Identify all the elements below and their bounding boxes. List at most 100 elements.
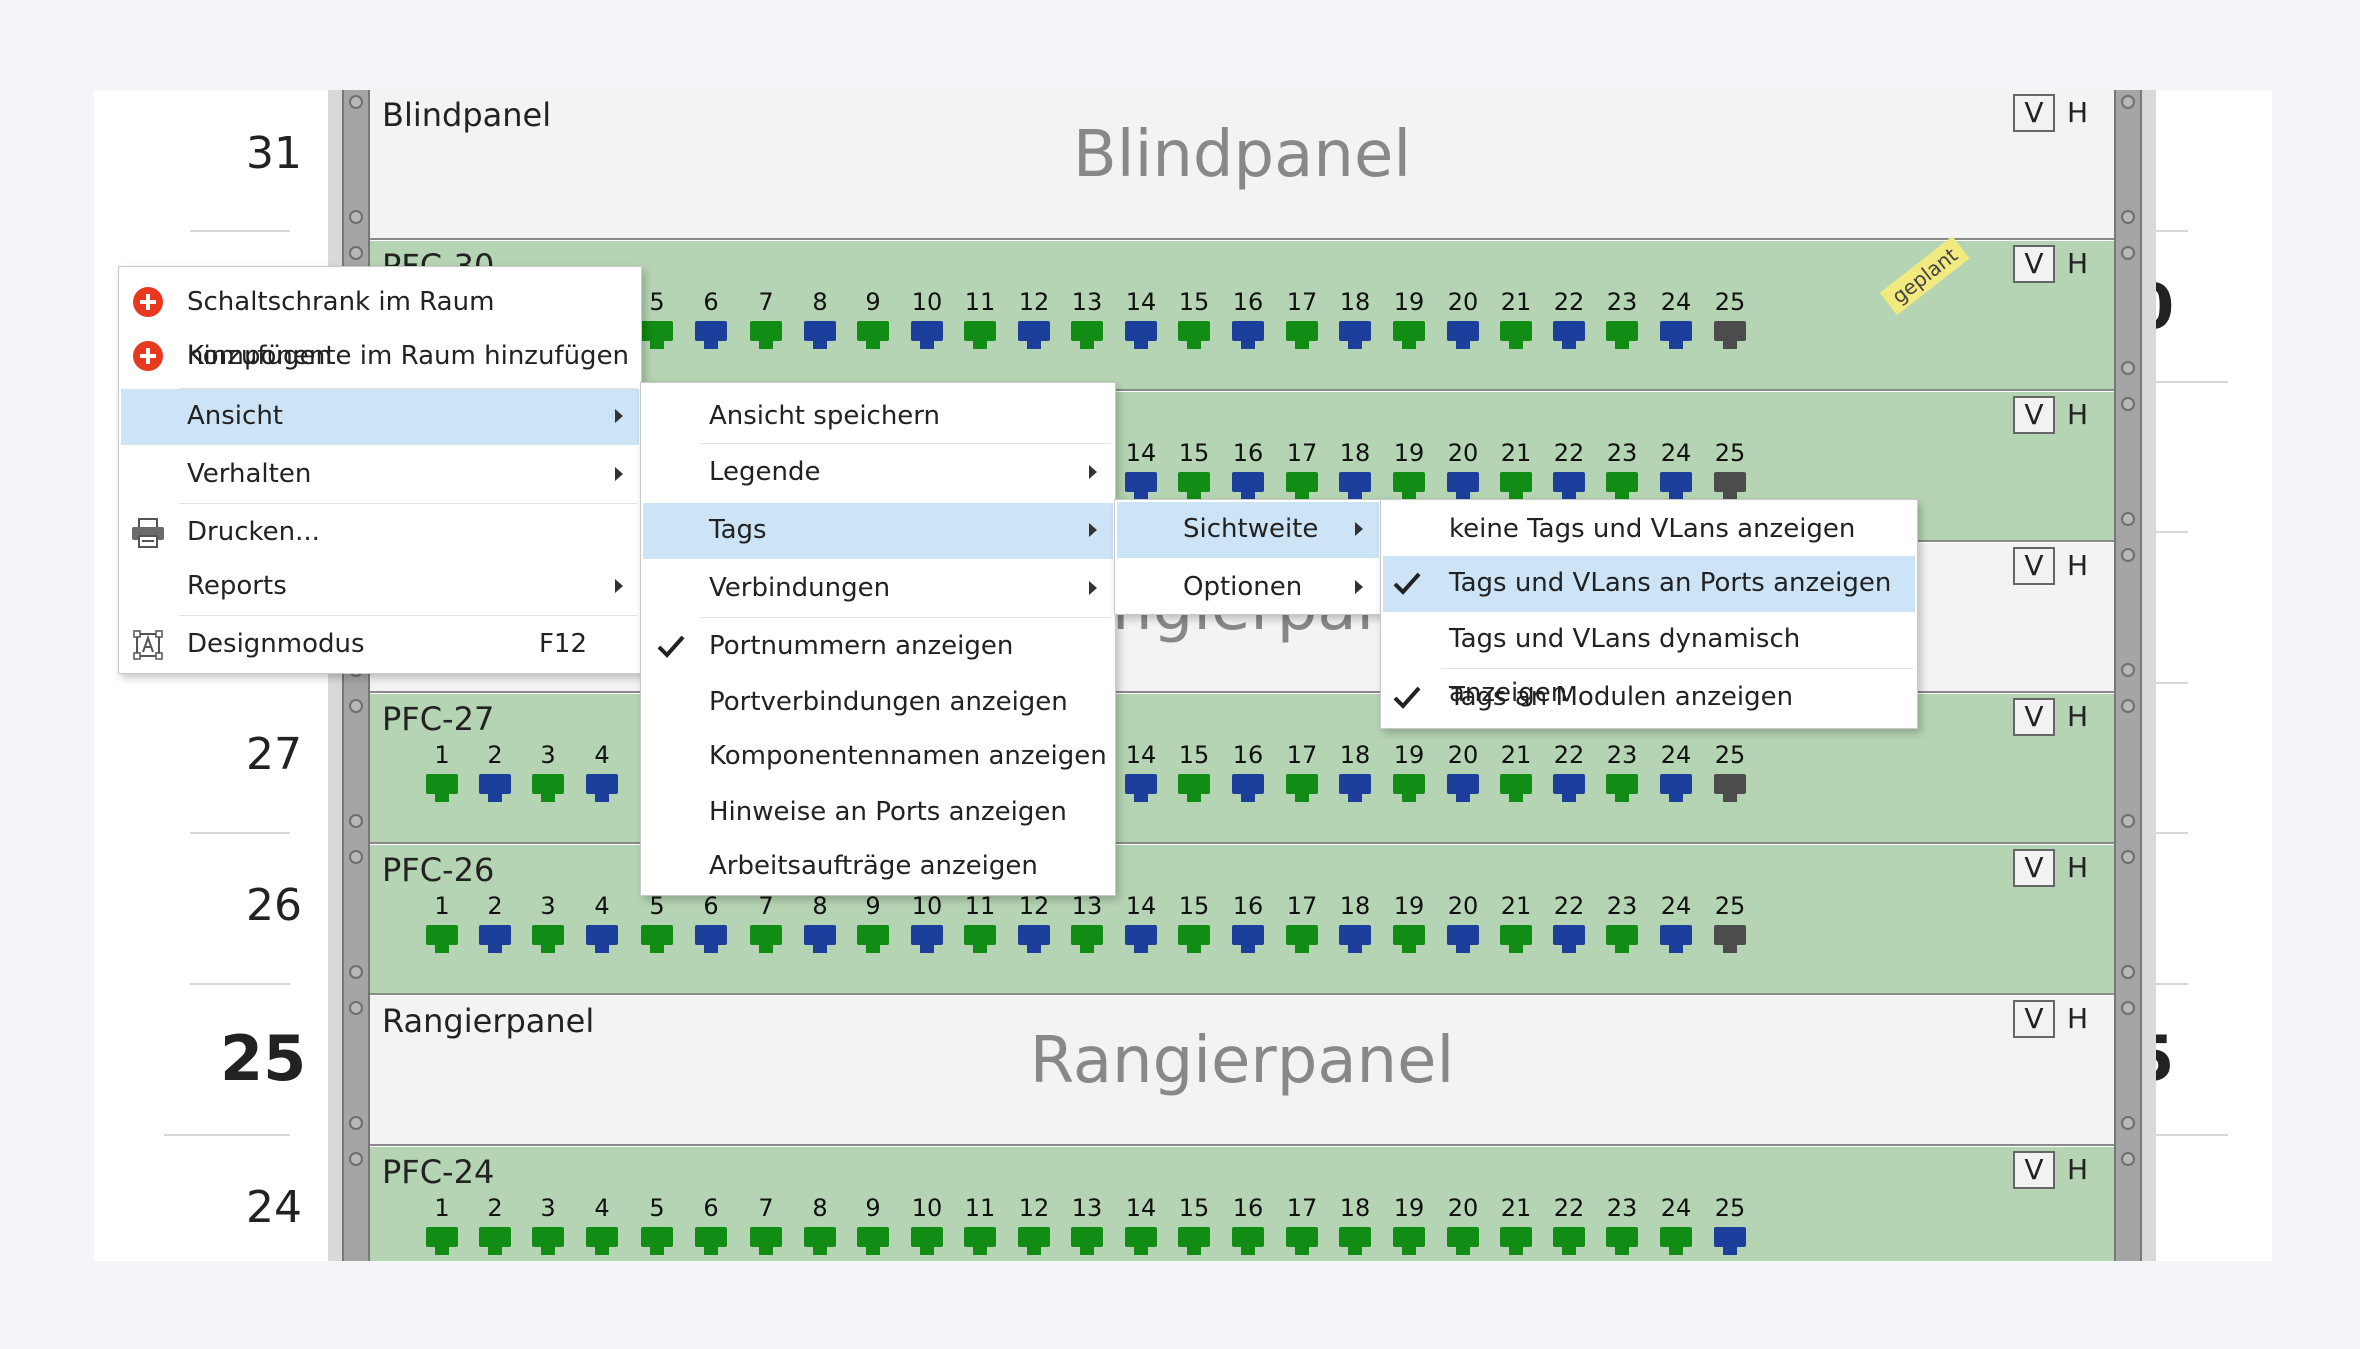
rear-view-button[interactable]: H — [2067, 549, 2089, 582]
menu-item-show-component-names[interactable]: Komponentennamen anzeigen — [643, 729, 1113, 783]
port-9[interactable]: 9 — [853, 891, 893, 953]
rear-view-button[interactable]: H — [2067, 1153, 2089, 1186]
port-14[interactable]: 14 — [1121, 740, 1161, 802]
menu-item-show-port-hints[interactable]: Hinweise an Ports anzeigen — [643, 785, 1113, 839]
port-10[interactable]: 10 — [907, 891, 947, 953]
port-17[interactable]: 17 — [1282, 740, 1322, 802]
port-25[interactable]: 25 — [1710, 891, 1750, 953]
port-25[interactable]: 25 — [1710, 438, 1750, 500]
menu-item-behavior[interactable]: Verhalten — [121, 447, 639, 501]
port-17[interactable]: 17 — [1282, 438, 1322, 500]
port-8[interactable]: 8 — [800, 287, 840, 349]
port-17[interactable]: 17 — [1282, 1193, 1322, 1255]
port-15[interactable]: 15 — [1174, 891, 1214, 953]
port-20[interactable]: 20 — [1443, 287, 1483, 349]
port-18[interactable]: 18 — [1335, 287, 1375, 349]
menu-item-legend[interactable]: Legende — [643, 445, 1113, 499]
port-20[interactable]: 20 — [1443, 1193, 1483, 1255]
menu-item-design-mode[interactable]: Designmodus F12 — [121, 617, 639, 671]
menu-item-tags-on-ports[interactable]: Tags und VLans an Ports anzeigen — [1383, 556, 1915, 612]
port-25[interactable]: 25 — [1710, 1193, 1750, 1255]
port-19[interactable]: 19 — [1389, 287, 1429, 349]
port-19[interactable]: 19 — [1389, 438, 1429, 500]
port-5[interactable]: 5 — [637, 287, 677, 349]
port-13[interactable]: 13 — [1067, 1193, 1107, 1255]
port-22[interactable]: 22 — [1549, 1193, 1589, 1255]
menu-item-connections[interactable]: Verbindungen — [643, 561, 1113, 615]
port-21[interactable]: 21 — [1496, 1193, 1536, 1255]
port-6[interactable]: 6 — [691, 287, 731, 349]
port-19[interactable]: 19 — [1389, 740, 1429, 802]
front-view-button[interactable]: V — [2013, 849, 2055, 887]
port-20[interactable]: 20 — [1443, 740, 1483, 802]
port-18[interactable]: 18 — [1335, 891, 1375, 953]
menu-item-view[interactable]: Ansicht — [121, 389, 639, 445]
menu-item-visibility[interactable]: Sichtweite — [1117, 502, 1379, 558]
port-9[interactable]: 9 — [853, 1193, 893, 1255]
port-24[interactable]: 24 — [1656, 740, 1696, 802]
port-16[interactable]: 16 — [1228, 740, 1268, 802]
rear-view-button[interactable]: H — [2067, 398, 2089, 431]
rear-view-button[interactable]: H — [2067, 96, 2089, 129]
port-13[interactable]: 13 — [1067, 287, 1107, 349]
menu-item-show-port-connections[interactable]: Portverbindungen anzeigen — [643, 675, 1113, 729]
port-5[interactable]: 5 — [637, 891, 677, 953]
port-16[interactable]: 16 — [1228, 438, 1268, 500]
menu-item-show-work-orders[interactable]: Arbeitsaufträge anzeigen — [643, 839, 1113, 893]
port-14[interactable]: 14 — [1121, 287, 1161, 349]
port-14[interactable]: 14 — [1121, 891, 1161, 953]
port-4[interactable]: 4 — [582, 1193, 622, 1255]
port-16[interactable]: 16 — [1228, 1193, 1268, 1255]
port-22[interactable]: 22 — [1549, 438, 1589, 500]
port-4[interactable]: 4 — [582, 740, 622, 802]
port-23[interactable]: 23 — [1602, 891, 1642, 953]
port-24[interactable]: 24 — [1656, 891, 1696, 953]
front-view-button[interactable]: V — [2013, 1000, 2055, 1038]
port-14[interactable]: 14 — [1121, 1193, 1161, 1255]
port-1[interactable]: 1 — [422, 740, 462, 802]
port-7[interactable]: 7 — [746, 1193, 786, 1255]
port-2[interactable]: 2 — [475, 740, 515, 802]
rear-view-button[interactable]: H — [2067, 1002, 2089, 1035]
port-11[interactable]: 11 — [960, 891, 1000, 953]
port-15[interactable]: 15 — [1174, 740, 1214, 802]
menu-item-save-view[interactable]: Ansicht speichern — [643, 389, 1113, 443]
port-17[interactable]: 17 — [1282, 891, 1322, 953]
port-8[interactable]: 8 — [800, 891, 840, 953]
port-10[interactable]: 10 — [907, 287, 947, 349]
front-view-button[interactable]: V — [2013, 547, 2055, 585]
port-18[interactable]: 18 — [1335, 438, 1375, 500]
port-25[interactable]: 25 — [1710, 287, 1750, 349]
port-20[interactable]: 20 — [1443, 891, 1483, 953]
port-12[interactable]: 12 — [1014, 1193, 1054, 1255]
menu-item-tags[interactable]: Tags — [643, 503, 1113, 559]
port-1[interactable]: 1 — [422, 891, 462, 953]
port-21[interactable]: 21 — [1496, 891, 1536, 953]
port-23[interactable]: 23 — [1602, 740, 1642, 802]
menu-item-show-port-numbers[interactable]: Portnummern anzeigen — [643, 619, 1113, 673]
port-20[interactable]: 20 — [1443, 438, 1483, 500]
port-19[interactable]: 19 — [1389, 891, 1429, 953]
rear-view-button[interactable]: H — [2067, 851, 2089, 884]
port-8[interactable]: 8 — [800, 1193, 840, 1255]
port-5[interactable]: 5 — [637, 1193, 677, 1255]
port-23[interactable]: 23 — [1602, 438, 1642, 500]
port-23[interactable]: 23 — [1602, 1193, 1642, 1255]
port-7[interactable]: 7 — [746, 891, 786, 953]
port-15[interactable]: 15 — [1174, 287, 1214, 349]
port-11[interactable]: 11 — [960, 287, 1000, 349]
port-6[interactable]: 6 — [691, 891, 731, 953]
front-view-button[interactable]: V — [2013, 245, 2055, 283]
front-view-button[interactable]: V — [2013, 698, 2055, 736]
port-9[interactable]: 9 — [853, 287, 893, 349]
menu-item-add-cabinet[interactable]: Schaltschrank im Raum hinzufügen — [121, 275, 639, 371]
port-15[interactable]: 15 — [1174, 438, 1214, 500]
port-24[interactable]: 24 — [1656, 287, 1696, 349]
port-12[interactable]: 12 — [1014, 287, 1054, 349]
port-16[interactable]: 16 — [1228, 287, 1268, 349]
port-21[interactable]: 21 — [1496, 287, 1536, 349]
